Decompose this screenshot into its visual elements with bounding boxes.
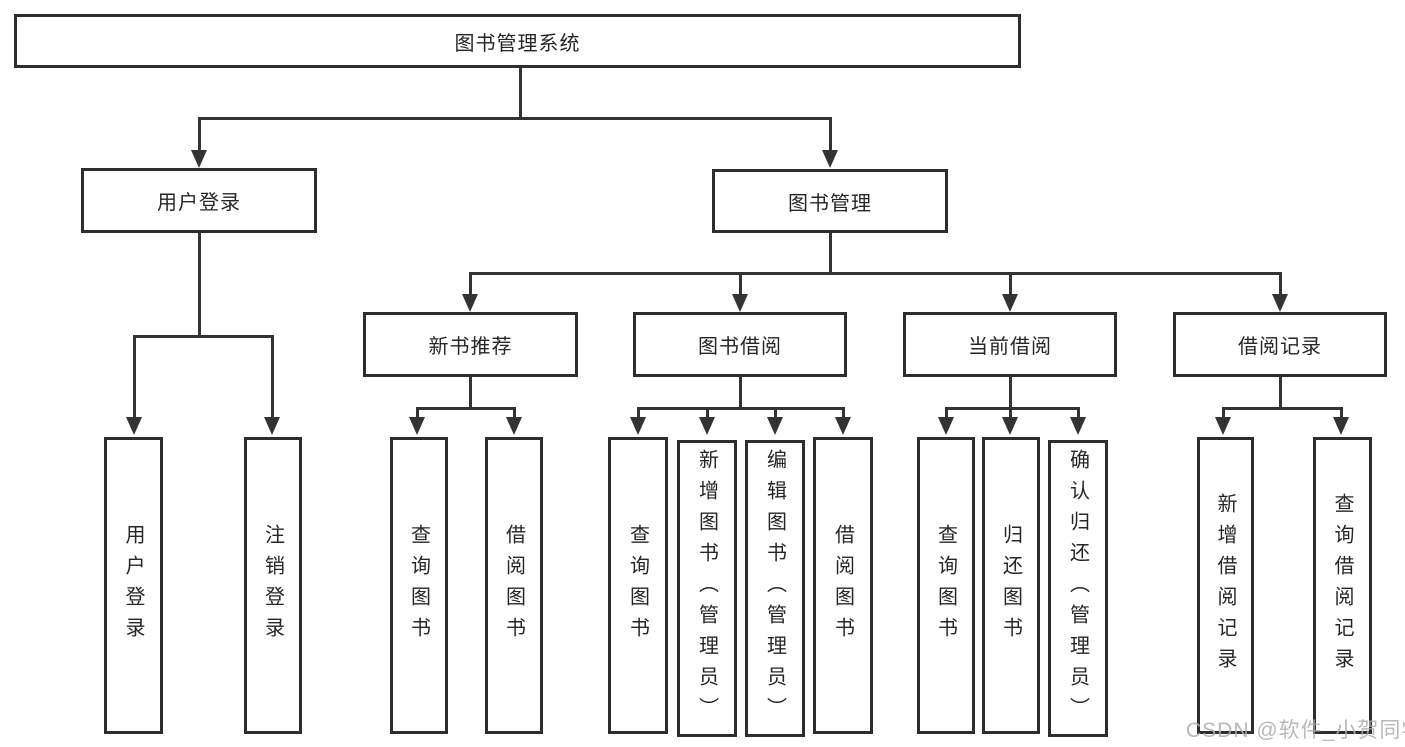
connector-vline (829, 233, 832, 274)
connector-vline (774, 407, 777, 420)
node-current-borrow: 当前借阅 (903, 312, 1117, 377)
arrow-down-icon (1070, 417, 1086, 435)
leaf-add-books-admin: 新增图书（管理员） (677, 440, 737, 737)
node-label: 归还图书 (999, 523, 1022, 648)
arrow-down-icon (630, 417, 646, 435)
node-label: 当前借阅 (968, 336, 1052, 358)
leaf-query-books-current: 查询图书 (917, 437, 975, 734)
connector-vline (945, 407, 948, 420)
node-label: 借阅记录 (1238, 336, 1322, 358)
node-label: 查询图书 (934, 523, 957, 648)
node-label: 用户登录 (122, 523, 144, 648)
leaf-edit-books-admin: 编辑图书（管理员） (745, 440, 805, 737)
node-label: 查询图书 (626, 523, 649, 648)
node-label: 图书管理 (788, 192, 872, 215)
node-label: 注销登录 (261, 523, 284, 648)
connector-vline (706, 407, 709, 420)
node-label: 查询借阅记录 (1331, 492, 1353, 679)
node-label: 新增借阅记录 (1214, 492, 1236, 679)
node-user-login: 用户登录 (81, 168, 317, 233)
arrow-down-icon (938, 417, 954, 435)
arrow-down-icon (732, 294, 748, 312)
connector-hline (416, 407, 515, 410)
connector-vline (842, 407, 845, 420)
arrow-down-icon (462, 294, 478, 312)
leaf-query-books-recommend: 查询图书 (390, 437, 448, 734)
node-label: 新增图书（管理员） (695, 449, 718, 728)
arrow-down-icon (822, 150, 838, 168)
arrow-down-icon (191, 150, 207, 168)
connector-vline (469, 377, 472, 409)
arrow-down-icon (1333, 417, 1349, 435)
connector-vline (469, 272, 472, 297)
csdn-watermark: CSDN @软件_小贺同学 (1186, 719, 1405, 742)
node-label: 借阅图书 (831, 523, 854, 648)
connector-vline (133, 335, 136, 420)
connector-vline (1077, 407, 1080, 420)
connector-hline (198, 117, 831, 120)
leaf-borrow-books: 借阅图书 (813, 437, 873, 734)
arrow-down-icon (1002, 417, 1018, 435)
connector-vline (1279, 272, 1282, 297)
leaf-return-books: 归还图书 (982, 437, 1040, 734)
arrow-down-icon (767, 417, 783, 435)
leaf-query-borrow-record: 查询借阅记录 (1313, 437, 1372, 734)
node-label: 编辑图书（管理员） (763, 449, 786, 728)
arrow-down-icon (835, 417, 851, 435)
node-new-book-recommend: 新书推荐 (363, 312, 578, 377)
connector-vline (1009, 377, 1012, 409)
node-label: 确认归还（管理员） (1066, 449, 1089, 728)
leaf-borrow-books-recommend: 借阅图书 (485, 437, 543, 734)
leaf-query-books-borrow: 查询图书 (608, 437, 668, 734)
connector-hline (945, 407, 1079, 410)
connector-hline (637, 407, 844, 410)
arrow-down-icon (506, 417, 522, 435)
node-label: 用户登录 (157, 192, 241, 214)
connector-vline (739, 272, 742, 297)
connector-vline (198, 233, 201, 337)
connector-vline (513, 407, 516, 420)
leaf-logout: 注销登录 (244, 437, 302, 734)
node-borrow-record: 借阅记录 (1173, 312, 1387, 377)
connector-vline (198, 117, 201, 153)
leaf-add-borrow-record: 新增借阅记录 (1197, 437, 1254, 734)
node-library-management-system: 图书管理系统 (14, 14, 1021, 68)
connector-vline (829, 117, 832, 153)
node-book-management: 图书管理 (712, 169, 948, 233)
connector-vline (1340, 407, 1343, 420)
connector-vline (271, 335, 274, 420)
node-label: 新书推荐 (428, 336, 513, 358)
connector-vline (1279, 377, 1282, 409)
connector-vline (739, 377, 742, 409)
leaf-confirm-return-admin: 确认归还（管理员） (1048, 440, 1108, 737)
arrow-down-icon (409, 417, 425, 435)
node-label: 图书管理系统 (454, 32, 581, 55)
arrow-down-icon (1002, 294, 1018, 312)
arrow-down-icon (1215, 417, 1231, 435)
connector-hline (469, 272, 1281, 275)
arrow-down-icon (264, 417, 280, 435)
node-label: 图书借阅 (698, 336, 782, 358)
arrow-down-icon (699, 417, 715, 435)
arrow-down-icon (126, 417, 142, 435)
connector-vline (1222, 407, 1225, 420)
connector-hline (133, 335, 273, 338)
node-book-borrow: 图书借阅 (633, 312, 847, 377)
leaf-user-login: 用户登录 (104, 437, 163, 734)
node-label: 查询图书 (407, 523, 430, 648)
arrow-down-icon (1272, 294, 1288, 312)
connector-vline (1009, 272, 1012, 297)
connector-hline (1222, 407, 1342, 410)
node-label: 借阅图书 (502, 523, 525, 648)
connector-vline (637, 407, 640, 420)
connector-vline (416, 407, 419, 420)
connector-vline (519, 68, 522, 118)
connector-vline (1009, 407, 1012, 420)
